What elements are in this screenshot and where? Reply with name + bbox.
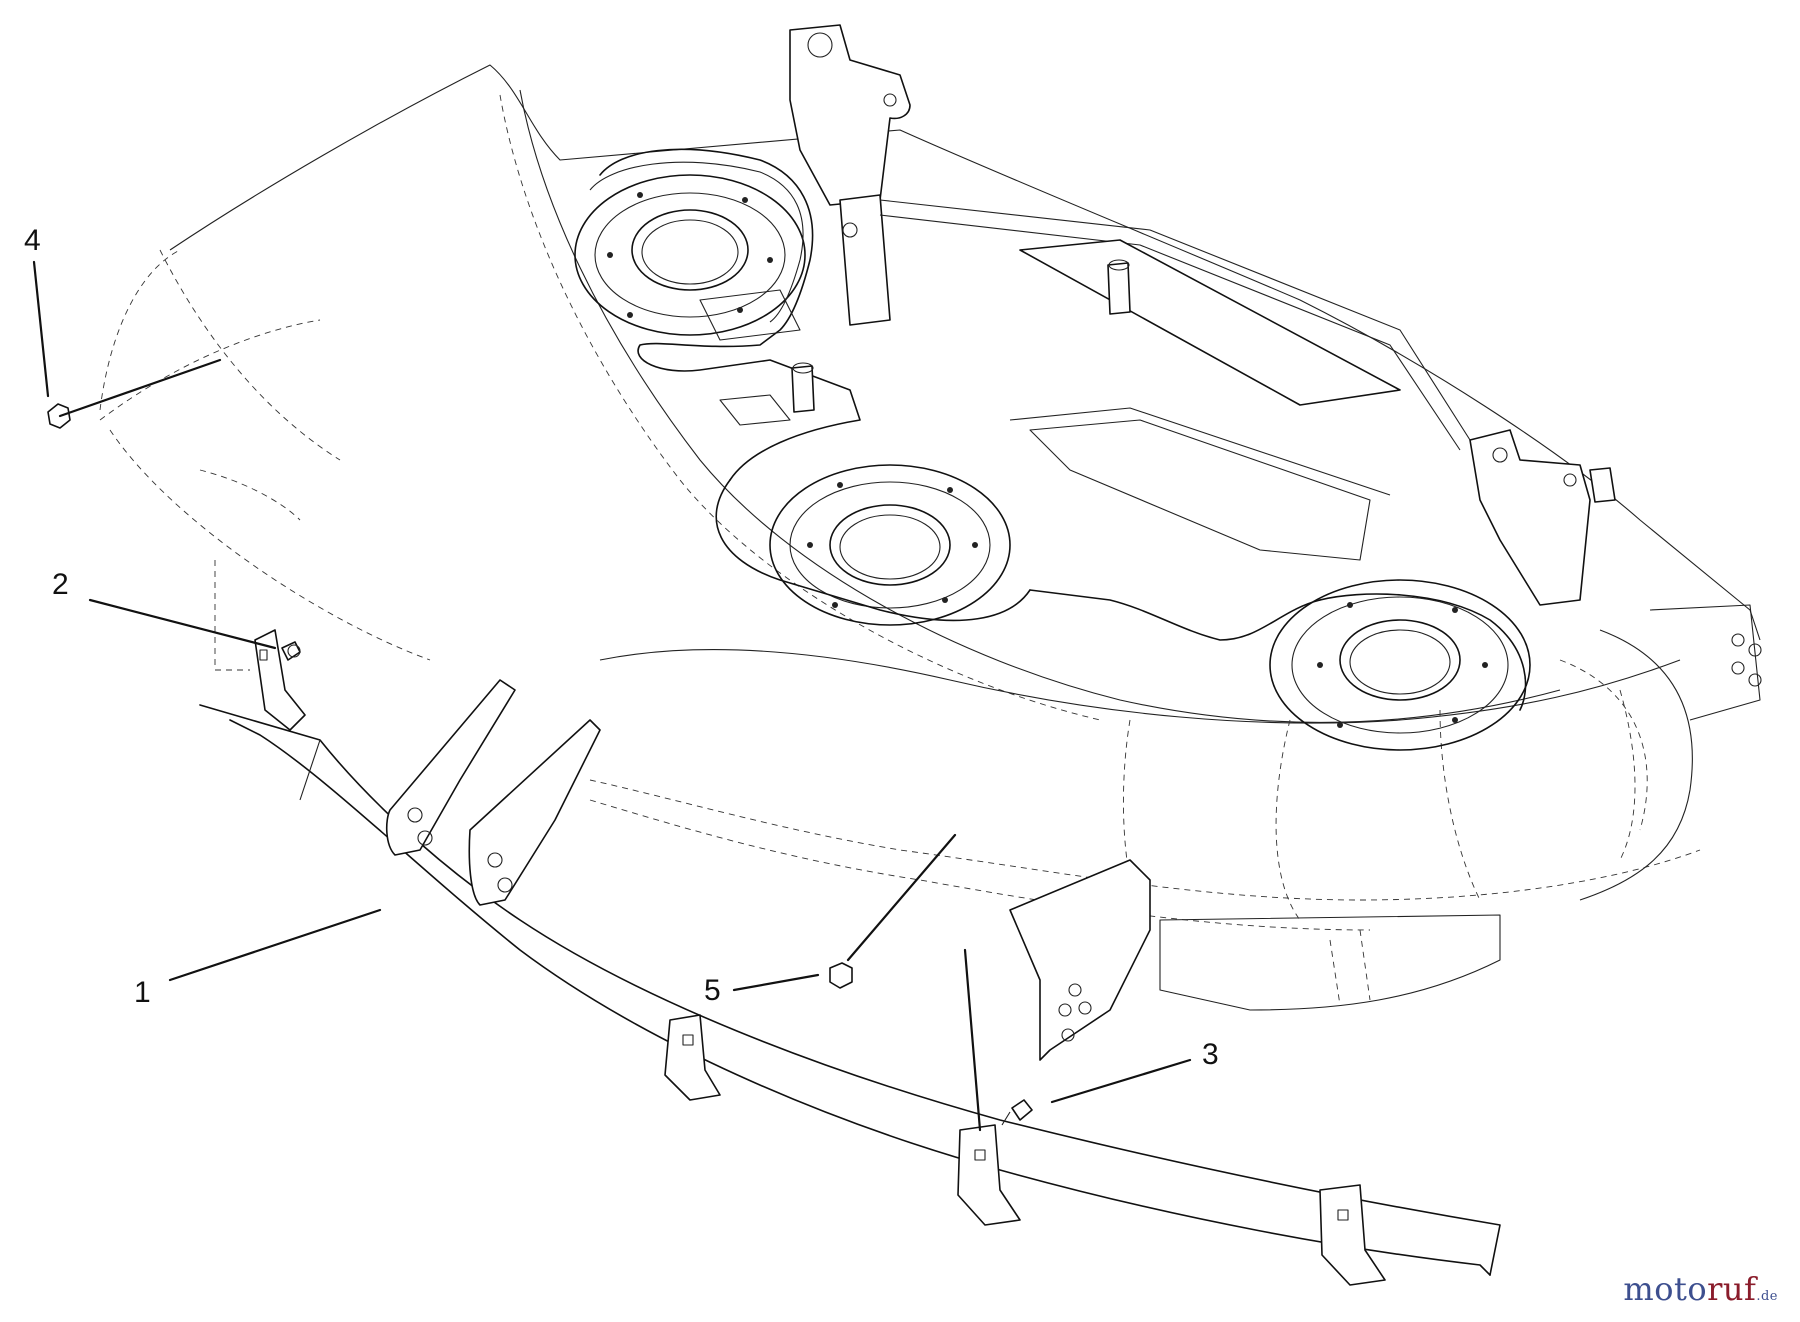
callout-2: 2 — [52, 568, 69, 601]
watermark-logo: motoruf.de — [1623, 1270, 1778, 1308]
deck-rib-track — [589, 148, 1527, 711]
leader-line-3b — [963, 948, 982, 1132]
fasteners — [47, 403, 1033, 1126]
carriage-bolt-part-3 — [1001, 1099, 1033, 1126]
watermark-suffix: .de — [1756, 1289, 1778, 1304]
watermark-brand: moto — [1623, 1270, 1708, 1308]
leader-line-4b — [58, 358, 222, 418]
front-roller-brackets — [385, 679, 1151, 1061]
leader-line-5b — [846, 833, 957, 962]
callout-5: 5 — [704, 974, 721, 1007]
flange-nut-part-5 — [829, 962, 853, 989]
leader-line-5 — [732, 973, 820, 992]
spindle-housings — [574, 174, 1531, 751]
leader-line-4 — [32, 260, 50, 398]
leader-lines — [32, 260, 1192, 1132]
mower-deck-shell — [99, 64, 1762, 1011]
callout-1: 1 — [134, 976, 151, 1009]
pivot-brackets — [789, 24, 1616, 606]
leader-line-2 — [88, 598, 277, 650]
leader-line-3 — [1050, 1058, 1192, 1104]
leader-line-1 — [168, 908, 382, 982]
carriage-bolt-part-2 — [281, 641, 301, 661]
front-baffle-part-1 — [199, 560, 1501, 1286]
watermark-brand-accent: ruf — [1707, 1270, 1757, 1308]
callout-3: 3 — [1202, 1038, 1219, 1071]
callout-4: 4 — [24, 224, 41, 257]
